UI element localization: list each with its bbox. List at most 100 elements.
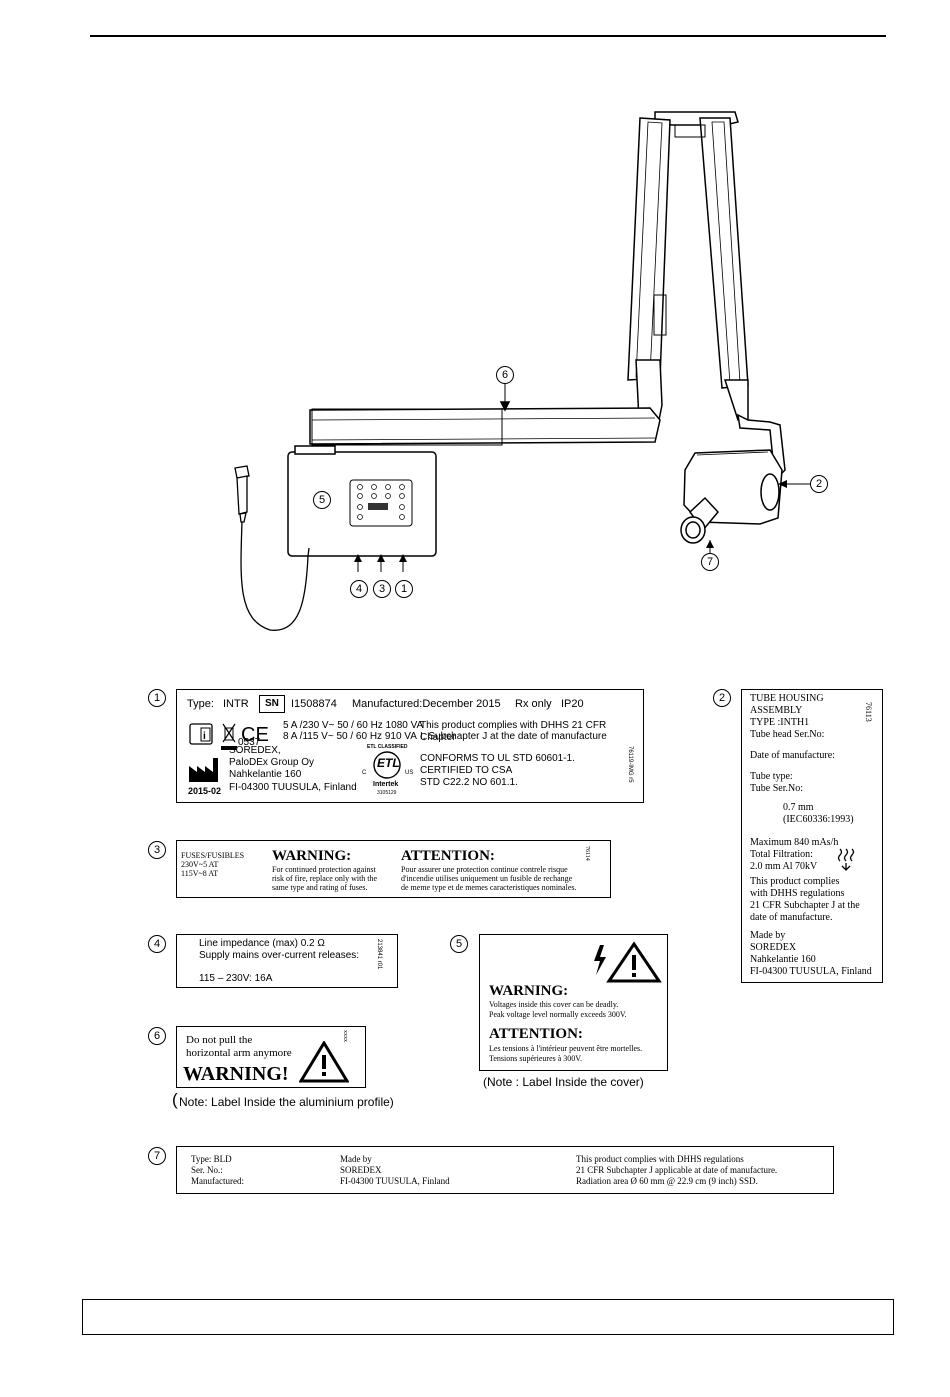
type-label: Type: [187, 698, 214, 710]
label7-callout: 7 [148, 1147, 166, 1165]
voltage-attention-1: Les tensions à l'intérieur peuvent être … [489, 1044, 643, 1053]
arm-warning-heading: WARNING! [183, 1063, 289, 1085]
voltage-warning-2: Peak voltage level normally exceeds 300V… [489, 1010, 627, 1019]
label6-code: xxxx [342, 1030, 348, 1042]
manufacturer-street: Nahkelantie 160 [229, 769, 302, 780]
label-5: WARNING: Voltages inside this cover can … [479, 934, 668, 1071]
made-by-company: SOREDEX [750, 942, 797, 953]
intertek-number: 3105129 [377, 790, 397, 796]
etl-mark-icon [373, 751, 401, 779]
made-by: Made by [750, 930, 786, 941]
dhhs-compliance-1: This product complies with DHHS 21 CFR C… [420, 720, 607, 743]
label-4: Line impedance (max) 0.2 Ω Supply mains … [176, 934, 398, 988]
callout-7: 7 [701, 553, 719, 571]
callout-3: 3 [373, 580, 391, 598]
top-rule [90, 35, 886, 37]
rx-only: Rx only [515, 698, 552, 710]
fuse-warning-1: For continued protection against [272, 865, 376, 874]
svg-text:CE: CE [241, 724, 269, 746]
manufactured-date: Manufactured:December 2015 [352, 698, 501, 710]
fuse-attention-3: de meme type et de memes caracteristique… [401, 883, 577, 892]
tube-head-serial: Tube head Ser.No: [750, 729, 825, 740]
label1-code: 76119-IMG r5 [627, 746, 633, 783]
tube-housing-1: TUBE HOUSING [750, 693, 824, 704]
beam-limiter-radiation-area: Radiation area Ø 60 mm @ 22.9 cm (9 inch… [576, 1176, 758, 1186]
label6-note: Note: Label Inside the aluminium profile… [179, 1095, 394, 1109]
beam-limiter-city: FI-04300 TUUSULA, Finland [340, 1176, 450, 1186]
label4-callout: 4 [148, 935, 166, 953]
label2-code: 76113 [864, 702, 873, 722]
date-of-manufacture: Date of manufacture: [750, 750, 835, 761]
fuse-attention-1: Pour assurer une protection continue con… [401, 865, 568, 874]
sn-badge: SN [259, 695, 285, 713]
beam-limiter-complies-1: This product complies with DHHS regulati… [576, 1154, 744, 1164]
manufacture-date: 2015-02 [188, 786, 222, 796]
manufacturer-name: SOREDEX, [229, 745, 281, 756]
callout-6: 6 [496, 366, 514, 384]
fuse-warning-2: risk of fire, replace only with the [272, 874, 378, 883]
manufacturer-group: PaloDEx Group Oy [229, 757, 315, 768]
warning-triangle-icon [299, 1041, 349, 1083]
complies-4: date of manufacture. [750, 912, 833, 923]
etl-us: US [405, 770, 414, 776]
etl-mark: ETL [377, 756, 400, 770]
label3-callout: 3 [148, 841, 166, 859]
upper-arm [627, 111, 749, 389]
beam-limiter-company: SOREDEX [340, 1165, 382, 1175]
manufacturer-city: FI-04300 TUUSULA, Finland [229, 782, 357, 793]
fuse-attention-heading: ATTENTION: [401, 848, 495, 864]
fuses-title: FUSES/FUSIBLES [181, 851, 245, 860]
label-2: TUBE HOUSING ASSEMBLY TYPE :INTH1 Tube h… [741, 689, 883, 983]
ip-rating: IP20 [561, 698, 584, 710]
fuse-attention-2: d'incendie utilises uniquement un fusibl… [401, 874, 573, 883]
voltage-warning-heading: WARNING: [489, 983, 569, 999]
arm-warning-1: Do not pull the [186, 1034, 253, 1046]
focal-spot: 0.7 mm [783, 802, 814, 813]
voltage-attention-2: Tensions supérieures à 300V. [489, 1054, 583, 1063]
tube-serial: Tube Ser.No: [750, 783, 803, 794]
tube-head [680, 449, 783, 544]
radiation-heat-icon [837, 848, 855, 871]
control-box [287, 445, 437, 572]
dhhs-compliance-2: I, Subchapter J at the date of manufactu… [420, 731, 607, 742]
svg-text:i: i [203, 731, 206, 742]
exposure-switch [234, 465, 310, 631]
filtration-value: 2.0 mm Al 70kV [750, 861, 818, 872]
total-filtration: Total Filtration: [750, 849, 813, 860]
beam-limiter-serial: Ser. No.: [191, 1165, 223, 1175]
fuse-115: 115V~8 AT [181, 869, 219, 878]
beam-limiter-type: Type: BLD [191, 1154, 232, 1164]
manufacturer-factory-icon [189, 758, 218, 782]
complies-3: 21 CFR Subchapter J at the [750, 900, 860, 911]
over-current: Supply mains over-current releases: [199, 950, 360, 961]
label-1: Type: INTR SN I1508874 Manufactured:Dece… [176, 689, 644, 803]
fuse-230: 230V~5 AT [181, 860, 219, 869]
callout-2: 2 [810, 475, 828, 493]
arm-warning-2: horizontal arm anymore [186, 1047, 292, 1059]
label1-callout: 1 [148, 689, 166, 707]
intertek: Intertek [373, 781, 399, 788]
complies-2: with DHHS regulations [750, 888, 845, 899]
over-current-value: 115 – 230V: 16A [199, 973, 273, 984]
focal-spot-standard: (IEC60336:1993) [783, 814, 854, 825]
horizontal-arm [309, 383, 661, 446]
conforms-ul: CONFORMS TO UL STD 60601-1. [420, 753, 575, 764]
manual-weee-ce-icons: i CE [189, 723, 269, 750]
power-rating-115: 8 A /115 V~ 50 / 60 Hz 910 VA [283, 731, 417, 742]
beam-limiter-complies-2: 21 CFR Subchapter J applicable at date o… [576, 1165, 778, 1175]
line-impedance: Line impedance (max) 0.2 Ω [199, 938, 325, 949]
fuse-warning-3: same type and rating of fuses. [272, 883, 368, 892]
callout-1: 1 [395, 580, 413, 598]
label6-callout: 6 [148, 1027, 166, 1045]
tube-housing-type: TYPE :INTH1 [750, 717, 810, 728]
callout-4: 4 [350, 580, 368, 598]
label2-callout: 2 [713, 689, 731, 707]
type-value: INTR [223, 698, 249, 710]
ce-number: 0537 [238, 737, 261, 748]
serial-number: I1508874 [291, 698, 337, 710]
made-by-street: Nahkelantie 160 [750, 954, 816, 965]
certified-csa: CERTIFIED TO CSA [420, 765, 513, 776]
label6-note-paren: ( [172, 1090, 178, 1109]
etl-c: C [362, 770, 367, 776]
label3-code: 76114 [584, 846, 590, 861]
